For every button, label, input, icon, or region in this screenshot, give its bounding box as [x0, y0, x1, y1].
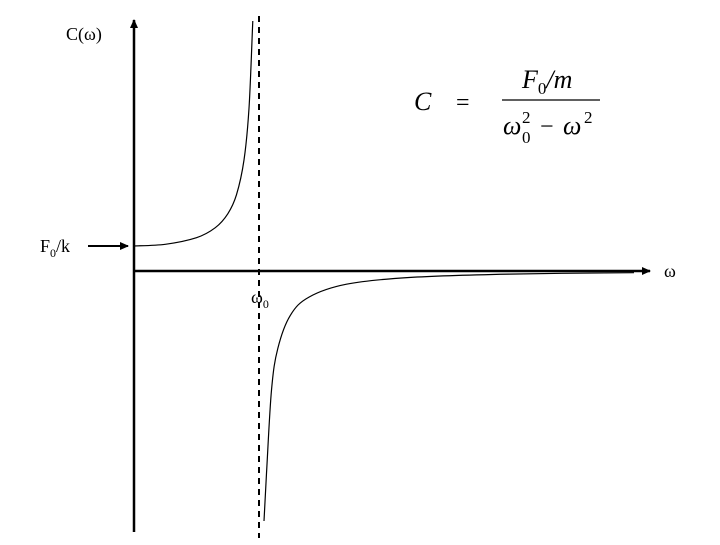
static-response-suffix: /k — [56, 236, 70, 256]
response-curve-above-resonance — [263, 272, 635, 522]
response-formula: C = F0/m ω 2 0 − ω 2 — [414, 65, 600, 147]
static-response-label: F0/k — [40, 236, 70, 260]
resonance-frequency-subscript: 0 — [263, 297, 269, 311]
resonance-frequency-label: ω0 — [251, 287, 269, 311]
denominator-superscript-1: 2 — [522, 108, 531, 127]
static-response-subscript: 0 — [50, 246, 56, 260]
numerator-subscript: 0 — [538, 79, 547, 98]
formula-equals: = — [456, 90, 470, 116]
resonance-frequency-symbol: ω — [251, 287, 263, 307]
formula-numerator: F0/m — [521, 65, 572, 98]
denominator-minus: − — [540, 114, 554, 140]
denominator-omega: ω — [563, 111, 581, 140]
y-axis-label: C(ω) — [66, 24, 102, 45]
static-response-symbol: F — [40, 236, 50, 256]
denominator-omega-0: ω — [503, 111, 521, 140]
denominator-superscript-2: 2 — [584, 108, 593, 127]
denominator-subscript: 0 — [522, 128, 531, 147]
formula-lhs: C — [414, 87, 432, 116]
numerator-rest: /m — [544, 65, 572, 94]
response-curve-below-resonance — [133, 20, 254, 247]
formula-denominator: ω — [503, 111, 521, 140]
numerator-F: F — [521, 65, 539, 94]
x-axis-label: ω — [664, 261, 676, 281]
